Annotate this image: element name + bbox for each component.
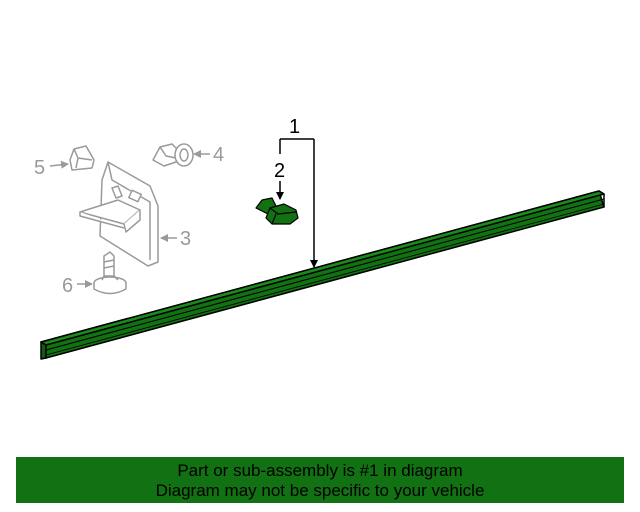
part-2-clip (255, 197, 299, 225)
part-5-clip (69, 145, 95, 171)
notice-line-2: Diagram may not be specific to your vehi… (155, 481, 485, 500)
callout-2: 2 (274, 160, 285, 182)
callout-6: 6 (62, 275, 73, 297)
callout-4: 4 (213, 144, 224, 166)
leader-5 (49, 160, 69, 169)
notice-line-1: Part or sub-assembly is #1 in diagram (177, 461, 463, 480)
callout-1: 1 (289, 116, 300, 138)
callout-3: 3 (180, 228, 191, 250)
part-1-molding (40, 190, 605, 360)
diagram-notice-banner: Part or sub-assembly is #1 in diagram Di… (16, 457, 624, 503)
part-6-screw (93, 251, 127, 295)
callout-5: 5 (34, 157, 45, 179)
part-4-push-clip (152, 143, 194, 167)
part-3-bracket (79, 161, 159, 267)
